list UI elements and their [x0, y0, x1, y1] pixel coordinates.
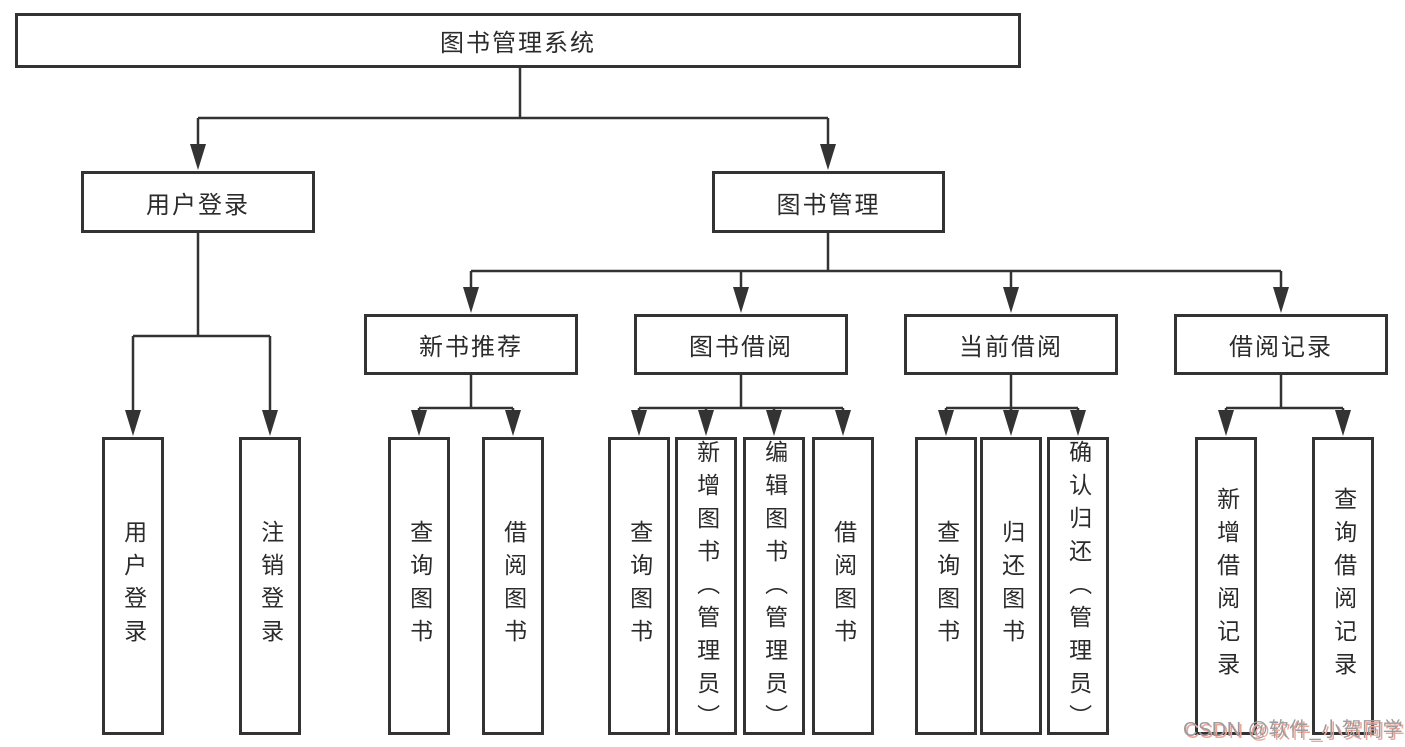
- leaf-logout: 注销登录: [239, 437, 301, 735]
- node-user-login: 用户登录: [81, 171, 315, 233]
- leaf-return-books: 归还图书: [980, 437, 1042, 735]
- node-book-management-system: 图书管理系统: [15, 13, 1021, 68]
- leaf-query-books-3: 查询图书: [915, 437, 977, 735]
- node-current-borrowing: 当前借阅: [904, 314, 1118, 375]
- leaf-edit-books-admin: 编辑图书（管理员）: [743, 437, 805, 737]
- node-borrowing-records: 借阅记录: [1174, 314, 1388, 375]
- leaf-query-books-1: 查询图书: [388, 437, 450, 735]
- leaf-add-borrow-record: 新增借阅记录: [1195, 437, 1257, 735]
- leaf-query-books-2: 查询图书: [608, 437, 670, 735]
- leaf-user-login: 用户登录: [102, 437, 164, 735]
- watermark: CSDN @软件_小贺同学: [1183, 719, 1404, 741]
- node-book-borrowing: 图书借阅: [634, 314, 848, 375]
- leaf-borrow-books-1: 借阅图书: [482, 437, 544, 735]
- leaf-add-books-admin: 新增图书（管理员）: [675, 437, 737, 737]
- node-book-management: 图书管理: [712, 171, 945, 233]
- leaf-confirm-return-admin: 确认归还（管理员）: [1047, 437, 1109, 737]
- node-new-book-recommend: 新书推荐: [364, 314, 578, 375]
- arrowheads: [125, 144, 1351, 436]
- leaf-borrow-books-2: 借阅图书: [812, 437, 874, 735]
- leaf-query-borrow-record: 查询借阅记录: [1312, 437, 1374, 735]
